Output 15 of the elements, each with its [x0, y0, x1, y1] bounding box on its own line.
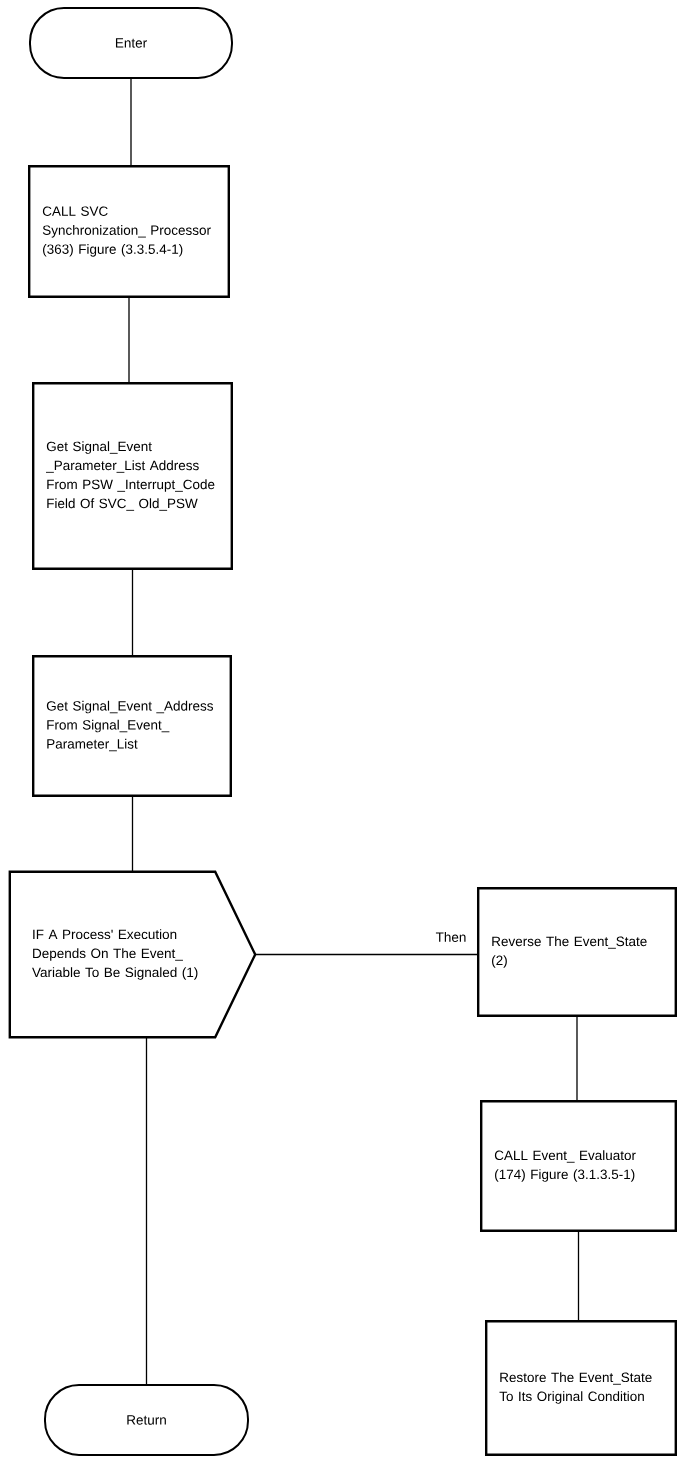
process-box: CALL Event_ Evaluator (174) Figure (3.1.3.5-1): [480, 1100, 677, 1232]
connector-line: [130, 78, 132, 166]
process-box: Reverse The Event_State (2): [477, 887, 677, 1017]
connector-line: [131, 796, 134, 873]
connector-line: [131, 569, 134, 656]
connector-line: [145, 1036, 148, 1385]
process-box: Get Signal_Event _Parameter_List Address From PSW _Interrupt_Code Field Of SVC_ Old_PSW: [32, 382, 233, 570]
connector-line: [128, 297, 130, 383]
process-box: Get Signal_Event _Address From Signal_Event_ Parameter_List: [32, 655, 232, 797]
process-box: CALL SVC Synchronization_ Processor (363) Figure (3.3.5.4-1): [28, 165, 230, 298]
connector-line: [254, 953, 478, 956]
process-box: Restore The Event_State To Its Original Condition: [485, 1320, 677, 1456]
connector-line: [577, 1231, 580, 1321]
edge-label: Then: [434, 931, 468, 943]
connector-line: [576, 1016, 578, 1101]
